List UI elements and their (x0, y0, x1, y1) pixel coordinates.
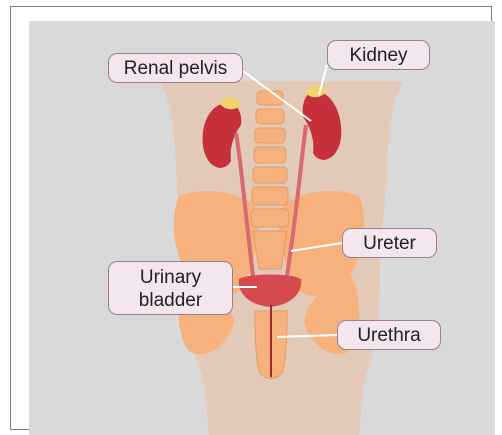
spine (251, 91, 289, 269)
urethra-label: Urethra (337, 320, 441, 350)
diagram-panel: Renal pelvis Kidney Ureter Urinary bladd… (29, 21, 495, 435)
urinary-bladder-label: Urinary bladder (108, 261, 233, 315)
renal-pelvis-label: Renal pelvis (108, 53, 243, 83)
ureter-label: Ureter (342, 228, 437, 258)
figure-frame: Renal pelvis Kidney Ureter Urinary bladd… (10, 6, 492, 430)
kidney-label: Kidney (327, 40, 430, 70)
